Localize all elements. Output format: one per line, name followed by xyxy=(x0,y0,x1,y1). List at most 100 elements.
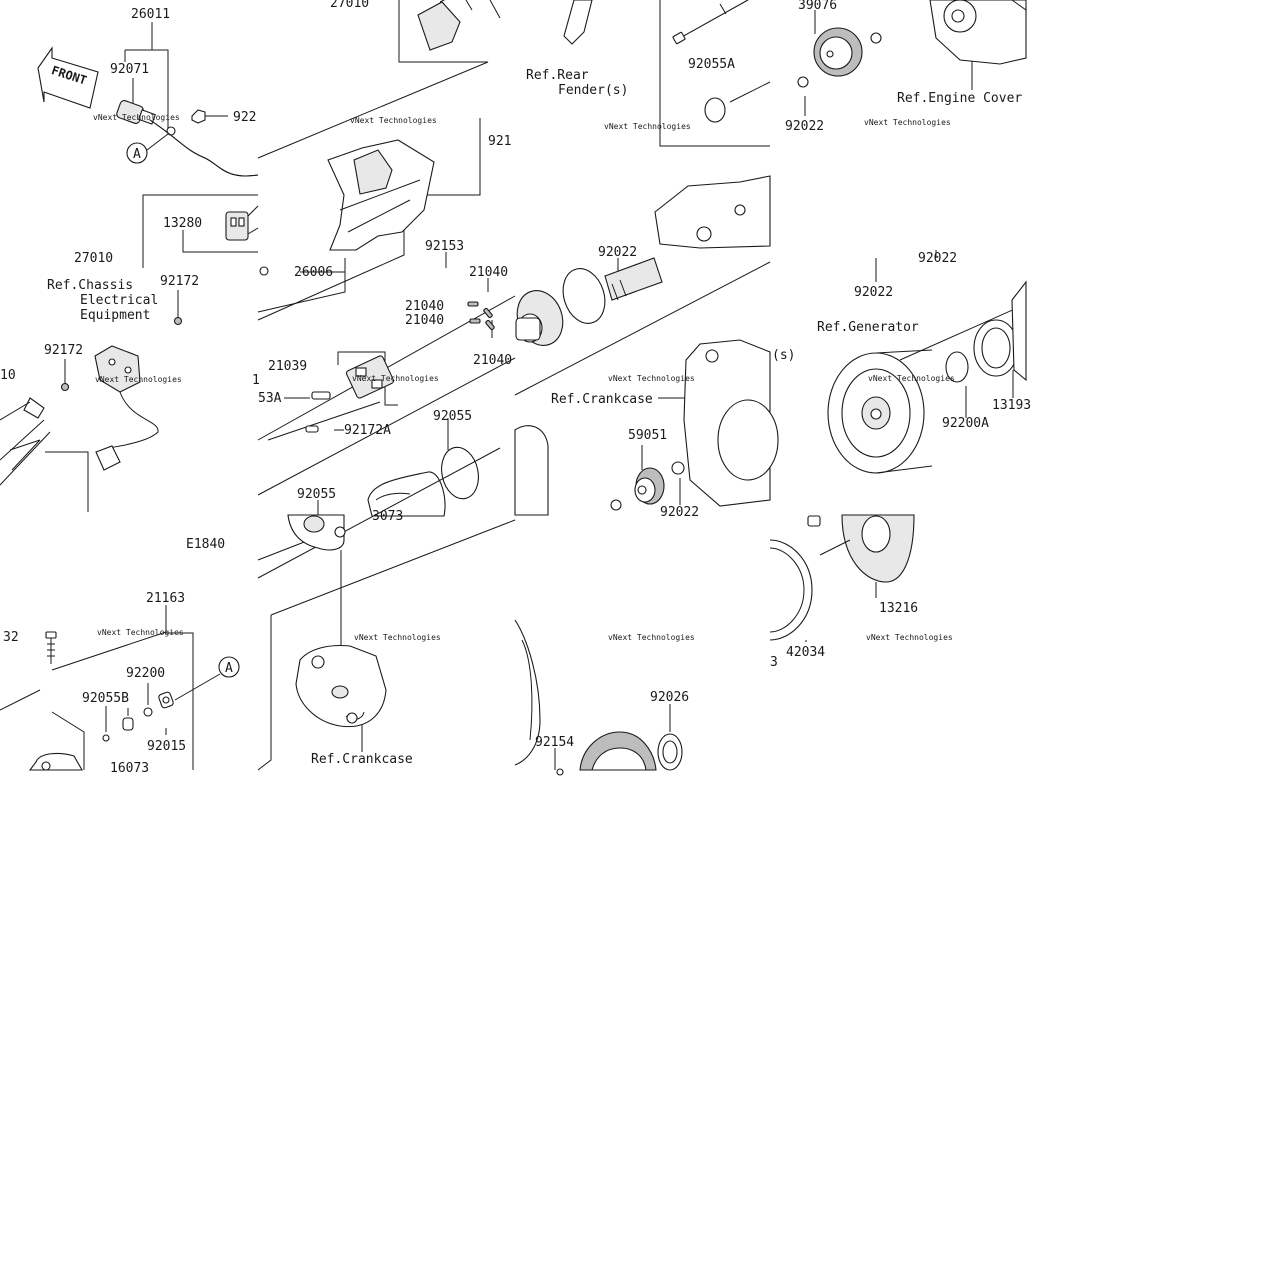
screw-part xyxy=(311,391,331,400)
tile-starter-motor-brushes: 27010 921 92153 26006 21040 21040 21040 … xyxy=(252,0,516,517)
callout-a-circle xyxy=(126,142,148,164)
part-number-92172A: 92172A xyxy=(344,423,391,438)
part-number-92022-b: 92022 xyxy=(660,505,699,520)
watermark: vNext Technologies xyxy=(604,122,691,131)
shaft-part xyxy=(604,257,663,301)
ref-s-label: (s) xyxy=(772,348,795,363)
part-number-92172-b: 92172 xyxy=(44,343,83,358)
ref-chassis-line1: Ref.Chassis xyxy=(47,278,133,293)
idle-gear-part xyxy=(813,27,863,77)
part-number-92200: 92200 xyxy=(126,666,165,681)
callout-a-circle xyxy=(218,656,240,678)
tile-starter-relay-wiring: FRONT xyxy=(0,7,259,512)
gear-part xyxy=(634,467,665,505)
tile-starter-drive: Ref.Rear Fender(s) 92055A 92022 (s) Ref.… xyxy=(514,0,795,520)
o-ring-part xyxy=(441,446,479,500)
callout-a-label: A xyxy=(225,661,233,676)
ref-crankcase-top: Ref.Crankcase xyxy=(551,392,653,407)
part-number-92055B: 92055B xyxy=(82,691,129,706)
part-number-92055-b: 92055 xyxy=(297,487,336,502)
gasket-part xyxy=(769,539,813,641)
figure-code: E1840 xyxy=(186,537,225,552)
part-number-53A: 53A xyxy=(258,391,282,406)
nut-part xyxy=(191,109,206,124)
ref-engine-cover: Ref.Engine Cover xyxy=(897,91,1022,106)
part-number-26011: 26011 xyxy=(131,7,170,22)
part-number-92055A: 92055A xyxy=(688,57,735,72)
part-number-92172-a: 92172 xyxy=(160,274,199,289)
mounting-bolt-part xyxy=(45,631,57,664)
starter-relay-part xyxy=(116,100,259,177)
part-number-39076: 39076 xyxy=(798,0,837,13)
watermark: vNext Technologies xyxy=(354,633,441,642)
part-number-13216: 13216 xyxy=(879,601,918,616)
part-number-21040-d: 21040 xyxy=(473,353,512,368)
watermark: vNext Technologies xyxy=(95,375,182,384)
part-number-92022-a: 92022 xyxy=(598,245,637,260)
part-number-92022-e: 92022 xyxy=(854,285,893,300)
callout-a-label: A xyxy=(133,147,141,162)
crankcase-part xyxy=(654,175,779,507)
tile-starter-motor-mount: E1840 21163 32 92200 A 92055B 92015 1607… xyxy=(0,537,240,776)
watermark: vNext Technologies xyxy=(868,374,955,383)
part-number-21039: 21039 xyxy=(268,359,307,374)
part-number-92022-c: 92022 xyxy=(785,119,824,134)
generator-rotor-part xyxy=(827,349,933,474)
washer-part xyxy=(945,351,969,383)
front-arrow-icon: FRONT xyxy=(37,46,99,109)
part-number-92153: 92153 xyxy=(425,239,464,254)
ref-generator: Ref.Generator xyxy=(817,320,919,335)
part-number-10: 10 xyxy=(0,368,16,383)
part-number-921: 921 xyxy=(488,134,511,149)
part-number-92200A: 92200A xyxy=(942,416,989,431)
watermark: vNext Technologies xyxy=(608,633,695,642)
starter-motor-end-part xyxy=(28,752,83,771)
part-number-27010-mid: 27010 xyxy=(74,251,113,266)
ref-rear-fender-line2: Fender(s) xyxy=(558,83,628,98)
part-number-1: 1 xyxy=(252,373,260,388)
watermark: vNext Technologies xyxy=(352,374,439,383)
ref-chassis-line2: Electrical xyxy=(80,293,158,308)
part-number-21040-c: 21040 xyxy=(405,313,444,328)
part-number-32: 32 xyxy=(3,630,19,645)
part-number-92055-a: 92055 xyxy=(433,409,472,424)
part-number-92026: 92026 xyxy=(650,690,689,705)
part-number-26006: 26006 xyxy=(294,265,333,280)
o-ring-part xyxy=(704,97,726,123)
starter-clutch-part xyxy=(515,268,606,346)
engine-cover-part xyxy=(929,0,1027,65)
long-bolt-part xyxy=(672,0,749,45)
tile-generator: 39076 92022 Ref.Engine Cover 92022 92022… xyxy=(769,0,1031,670)
part-number-59051: 59051 xyxy=(628,428,667,443)
part-number-13193: 13193 xyxy=(992,398,1031,413)
ref-chassis-line3: Equipment xyxy=(80,308,150,323)
one-way-clutch-part xyxy=(973,319,1019,377)
starter-housing-part xyxy=(295,644,387,728)
starter-yoke-part xyxy=(367,471,446,517)
watermark: vNext Technologies xyxy=(350,116,437,125)
rear-fender-bracket-part xyxy=(327,0,501,251)
watermark: vNext Technologies xyxy=(608,374,695,383)
part-number-21040-a: 21040 xyxy=(469,265,508,280)
part-number-21163: 21163 xyxy=(146,591,185,606)
rear-fender-part xyxy=(563,0,593,45)
part-number-3: 3 xyxy=(770,655,778,670)
watermark: vNext Technologies xyxy=(866,633,953,642)
nut-part xyxy=(158,691,174,709)
watermark: vNext Technologies xyxy=(97,628,184,637)
brush-set-part xyxy=(467,301,495,331)
starter-end-cover-part xyxy=(287,514,346,551)
part-number-92071: 92071 xyxy=(110,62,149,77)
part-number-92022-d: 92022 xyxy=(918,251,957,266)
ref-rear-fender-line1: Ref.Rear xyxy=(526,68,589,83)
part-number-92154: 92154 xyxy=(535,735,574,750)
crankcase-edge-part xyxy=(514,619,541,766)
tile-starter-gear: 92026 92154 vNext Technologies xyxy=(514,619,695,776)
part-number-16073: 16073 xyxy=(110,761,149,776)
part-number-21040-b: 21040 xyxy=(405,299,444,314)
part-number-27010-top: 27010 xyxy=(330,0,369,11)
watermark: vNext Technologies xyxy=(864,118,951,127)
tile-starter-motor-housing: 92055 3073 Ref.Crankcase vNext Technolog… xyxy=(257,447,516,771)
part-number-922: 922 xyxy=(233,110,256,125)
